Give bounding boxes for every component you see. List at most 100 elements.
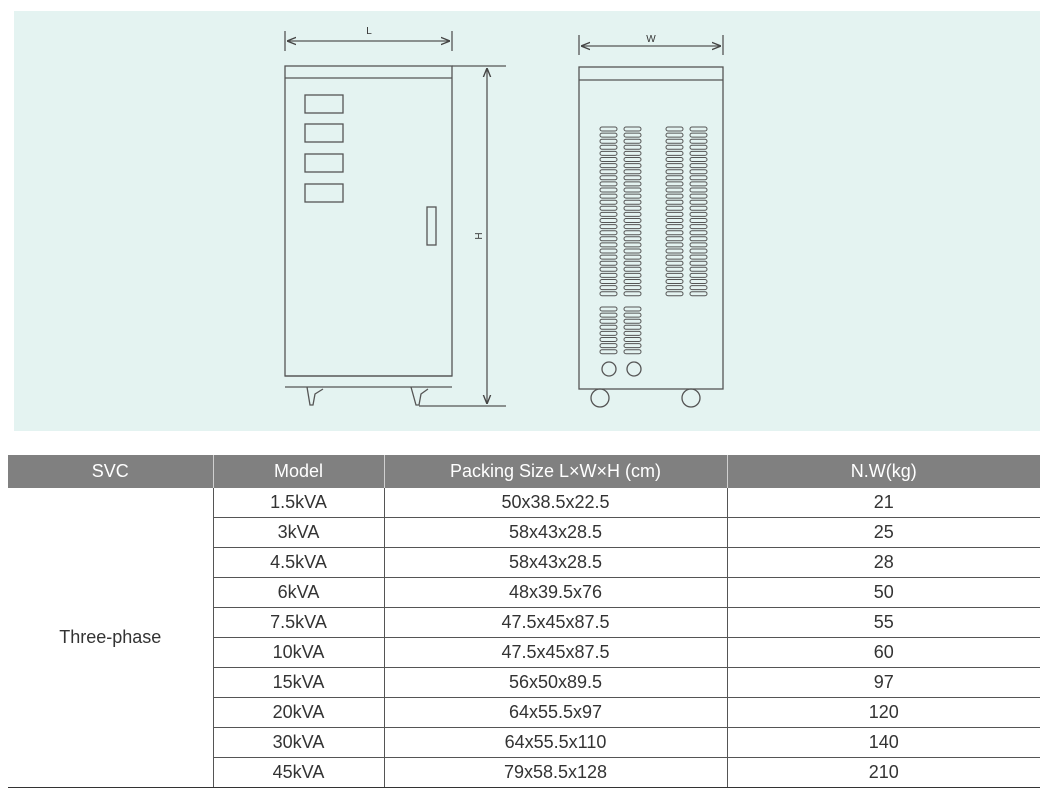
vent-slot	[599, 187, 618, 193]
vent-slot	[623, 272, 642, 278]
vent-slot	[665, 157, 684, 162]
vent-slot	[689, 236, 708, 242]
vent-slot	[665, 187, 684, 193]
packing-size-cell: 64x55.5x110	[383, 727, 727, 758]
vent-slot	[689, 285, 708, 291]
vent-slot	[689, 218, 708, 223]
vent-slot	[599, 324, 618, 330]
vent-slot	[689, 224, 708, 230]
vent-slot	[665, 163, 684, 169]
vent-slot	[689, 254, 708, 260]
phase-group-cell: Three-phase	[8, 488, 213, 788]
vent-slot	[665, 138, 684, 144]
vent-slot	[689, 193, 708, 199]
vent-slot	[689, 291, 708, 297]
vent-slot	[623, 349, 642, 355]
vent-slot	[599, 224, 618, 230]
vent-slot	[689, 260, 708, 266]
vent-slot	[665, 291, 684, 297]
vent-slot	[689, 150, 708, 156]
vent-slot	[623, 193, 642, 199]
vent-slot	[689, 187, 708, 193]
packing-size-cell: 48x39.5x76	[383, 577, 727, 608]
vent-slot	[623, 181, 642, 187]
vent-slot	[623, 175, 642, 181]
vent-slot	[689, 242, 708, 248]
vent-slot	[665, 254, 684, 260]
net-weight-cell: 50	[726, 577, 1040, 608]
vent-slot	[689, 279, 708, 284]
model-cell: 20kVA	[212, 697, 384, 728]
vent-slot	[665, 242, 684, 248]
vent-slot	[599, 254, 618, 260]
width-label: W	[646, 34, 656, 45]
model-cell: 6kVA	[212, 577, 384, 608]
vent-slot	[665, 132, 684, 138]
vent-slot	[665, 248, 684, 254]
packing-size-cell: 58x43x28.5	[383, 547, 727, 578]
vent-slot	[665, 260, 684, 266]
vent-slot	[623, 312, 642, 318]
vent-slot	[599, 236, 618, 242]
vent-slot	[665, 218, 684, 223]
vent-slot	[665, 224, 684, 230]
net-weight-cell: 28	[726, 547, 1040, 578]
vent-slot	[623, 254, 642, 260]
vent-slot	[623, 199, 642, 205]
vent-slot	[599, 150, 618, 156]
vent-slot	[599, 260, 618, 266]
vent-slot	[665, 211, 684, 217]
vent-slot	[599, 205, 618, 211]
net-weight-cell: 120	[726, 697, 1040, 728]
packing-size-cell: 50x38.5x22.5	[383, 488, 727, 518]
vent-slot	[665, 199, 684, 205]
meter-window-4	[304, 183, 344, 203]
vent-slot	[599, 126, 618, 132]
vent-slot	[599, 337, 618, 342]
vent-slot	[599, 199, 618, 205]
meter-window-3	[304, 153, 344, 173]
model-cell: 10kVA	[212, 637, 384, 668]
net-weight-cell: 21	[726, 488, 1040, 518]
vent-slot	[599, 175, 618, 181]
net-weight-cell: 97	[726, 667, 1040, 698]
model-cell: 1.5kVA	[212, 488, 384, 518]
front-view	[284, 31, 506, 407]
vent-slot	[623, 205, 642, 211]
vent-slot	[665, 150, 684, 156]
vent-slot	[689, 126, 708, 132]
vent-slot	[623, 291, 642, 297]
packing-size-cell: 47.5x45x87.5	[383, 607, 727, 638]
vent-slot	[599, 230, 618, 236]
vent-slot	[623, 218, 642, 223]
vent-slot	[689, 266, 708, 272]
vent-slot	[689, 175, 708, 181]
length-label: L	[366, 26, 372, 37]
vent-slot	[599, 132, 618, 138]
model-cell: 30kVA	[212, 727, 384, 758]
vent-slot	[599, 181, 618, 187]
vent-slot	[689, 169, 708, 175]
side-cabinet-body	[578, 66, 724, 390]
vent-slot	[689, 199, 708, 205]
vent-slot	[623, 330, 642, 336]
packing-size-cell: 56x50x89.5	[383, 667, 727, 698]
header-packing-size: Packing Size L×W×H (cm)	[383, 455, 727, 488]
vent-slot	[689, 163, 708, 169]
side-view	[578, 35, 724, 408]
header-model: Model	[212, 455, 384, 488]
vent-slot	[599, 211, 618, 217]
table-header-row: SVC Model Packing Size L×W×H (cm) N.W(kg…	[8, 455, 1040, 488]
vent-slot	[623, 230, 642, 236]
vent-slot	[689, 272, 708, 278]
vent-slot	[599, 272, 618, 278]
knob-left	[601, 361, 617, 377]
vent-slot	[599, 343, 618, 349]
vent-slot	[665, 193, 684, 199]
